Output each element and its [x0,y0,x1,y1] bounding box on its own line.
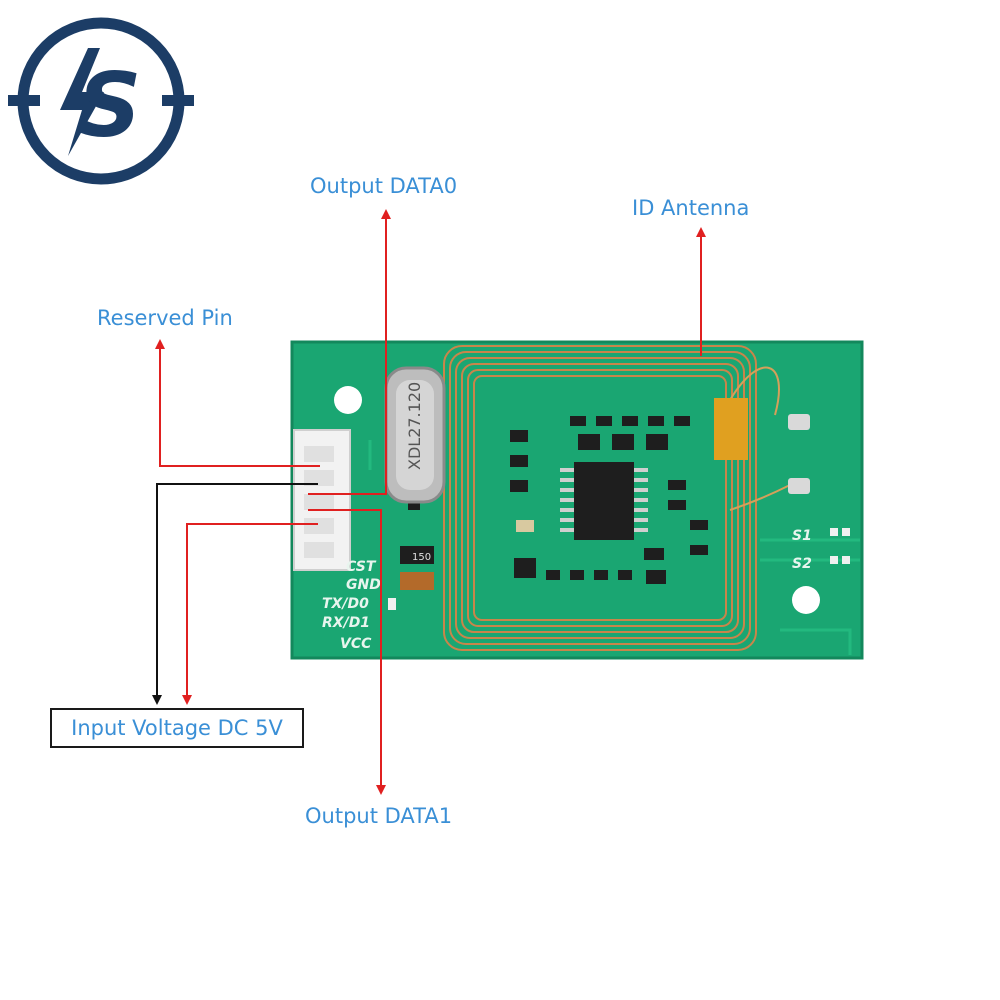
label-reserved-pin: Reserved Pin [97,306,233,330]
arrow-output-data0 [308,209,391,495]
lightning-icon [60,48,104,156]
arrow-gnd [152,483,318,705]
mounting-hole [792,586,820,614]
solder-pad [788,414,810,430]
rfid-pcb-board: S1 S2 [290,340,864,660]
silk-pin-gnd: GND [346,577,381,593]
silk-pin-cst: CST [346,559,377,575]
solder-pad [788,478,810,494]
logo-letter: S [78,54,141,157]
mounting-hole [334,386,362,414]
crystal-marking: XDL27.120 [405,382,424,470]
coil-copper-wrap [714,398,748,460]
annotation-arrows [152,209,706,795]
silk-pin-rx: RX/D1 [322,615,370,631]
silk-s1: S1 [792,528,812,544]
resistor-marking: 150 [412,552,431,563]
arrow-reserved-pin [155,339,320,467]
arrow-output-data1 [308,509,386,795]
label-input-voltage: Input Voltage DC 5V [50,708,304,748]
arrow-vcc [182,523,318,705]
silk-pin-tx: TX/D0 [322,596,369,612]
silk-s2: S2 [792,556,812,572]
smd-components [408,416,708,584]
crystal-oscillator: XDL27.120 [384,366,446,504]
brand-logo: S [8,17,194,185]
label-output-data0: Output DATA0 [310,174,458,198]
label-id-antenna: ID Antenna [632,196,750,220]
silk-pin-vcc: VCC [340,636,372,652]
main-ic-chip [560,462,648,540]
label-output-data1: Output DATA1 [305,804,453,828]
pin-header-connector [293,429,351,571]
antenna-coil [443,345,757,651]
